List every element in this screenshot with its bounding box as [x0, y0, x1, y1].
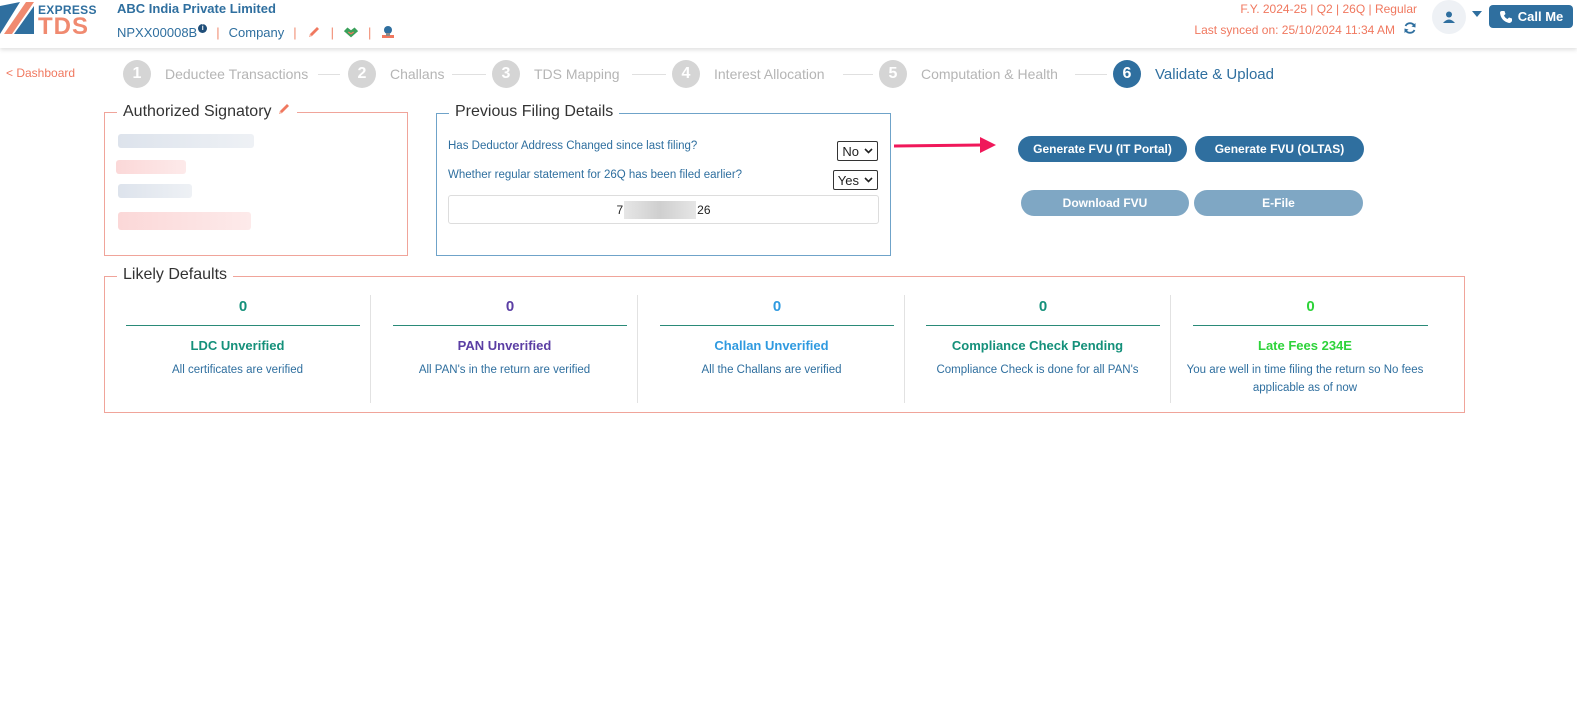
logo-mark-icon	[0, 2, 34, 34]
default-card-ldc[interactable]: 0 LDC Unverified All certificates are ve…	[105, 295, 371, 403]
step-number: 1	[123, 60, 151, 88]
step-label: Validate & Upload	[1155, 65, 1274, 83]
download-fvu-button[interactable]: Download FVU	[1021, 190, 1189, 216]
step-number: 6	[1113, 60, 1141, 88]
previous-filing-panel: Previous Filing Details Has Deductor Add…	[436, 103, 891, 256]
step-number: 2	[348, 60, 376, 88]
tan-number: NPXX00008B	[117, 24, 198, 40]
logo-tds-text: TDS	[38, 13, 89, 40]
likely-defaults-title: Likely Defaults	[117, 266, 234, 284]
default-title: Compliance Check Pending	[951, 338, 1124, 353]
redacted-signatory-pan	[118, 184, 192, 198]
step-number: 4	[672, 60, 700, 88]
default-card-challan[interactable]: 0 Challan Unverified All the Challans ar…	[639, 295, 905, 403]
generate-fvu-it-portal-button[interactable]: Generate FVU (IT Portal)	[1018, 136, 1187, 162]
default-title: Late Fees 234E	[1258, 338, 1352, 353]
top-header: EXPRESS TDS ABC India Private Limited NP…	[0, 0, 1577, 48]
annotation-arrow-icon	[894, 137, 996, 153]
default-title: Challan Unverified	[714, 338, 829, 353]
redacted-signatory-name	[118, 134, 254, 148]
signatory-title: Authorized Signatory	[117, 102, 297, 121]
call-me-button[interactable]: Call Me	[1489, 5, 1573, 28]
default-count: 0	[126, 298, 360, 326]
step-label: Interest Allocation	[714, 66, 825, 82]
step-label: TDS Mapping	[534, 66, 620, 82]
step-computation-health[interactable]: 5 Computation & Health	[879, 60, 1058, 88]
step-label: Computation & Health	[921, 66, 1058, 82]
phone-icon	[1499, 10, 1512, 23]
default-count: 0	[1193, 298, 1428, 326]
step-number: 3	[492, 60, 520, 88]
user-menu-chevron-down-icon[interactable]	[1472, 11, 1482, 17]
regular-statement-label: Whether regular statement for 26Q has be…	[448, 169, 743, 181]
regular-statement-select[interactable]: Yes	[832, 170, 878, 190]
info-icon[interactable]: i	[198, 23, 208, 33]
e-file-button[interactable]: E-File	[1194, 190, 1363, 216]
default-card-compliance[interactable]: 0 Compliance Check Pending Compliance Ch…	[905, 295, 1171, 403]
default-description: Compliance Check is done for all PAN's	[936, 364, 1139, 376]
step-number: 5	[879, 60, 907, 88]
chevron-down-icon	[864, 148, 873, 154]
last-synced-info: Last synced on: 25/10/2024 11:34 AM	[1194, 21, 1417, 39]
address-changed-select[interactable]: No	[837, 141, 878, 161]
default-description: All PAN's in the return are verified	[418, 364, 591, 376]
default-title: PAN Unverified	[457, 338, 552, 353]
default-card-pan[interactable]: 0 PAN Unverified All PAN's in the return…	[372, 295, 638, 403]
handshake-icon[interactable]	[343, 24, 359, 40]
default-description: All certificates are verified	[171, 364, 304, 376]
government-seal-icon[interactable]	[380, 24, 396, 40]
default-count: 0	[926, 298, 1160, 326]
last-synced-text: Last synced on: 25/10/2024 11:34 AM	[1194, 23, 1395, 37]
likely-defaults-panel: Likely Defaults 0 LDC Unverified All cer…	[104, 266, 1465, 413]
chevron-down-icon	[864, 177, 873, 183]
default-title: LDC Unverified	[190, 338, 285, 353]
fy-quarter-info: F.Y. 2024-25 | Q2 | 26Q | Regular	[1240, 2, 1417, 16]
step-deductee-transactions[interactable]: 1 Deductee Transactions	[123, 60, 308, 88]
default-description: You are well in time filing the return s…	[1186, 364, 1424, 394]
user-icon	[1443, 11, 1455, 23]
redacted-signatory-designation	[116, 160, 186, 174]
previous-token-number-input[interactable]: 7 26	[448, 195, 879, 224]
step-validate-upload[interactable]: 6 Validate & Upload	[1113, 60, 1274, 88]
generate-fvu-oltas-button[interactable]: Generate FVU (OLTAS)	[1195, 136, 1364, 162]
back-to-dashboard-link[interactable]: < Dashboard	[6, 66, 76, 80]
default-card-late-fees[interactable]: 0 Late Fees 234E You are well in time fi…	[1172, 295, 1438, 403]
default-count: 0	[660, 298, 894, 326]
edit-company-icon[interactable]	[306, 24, 322, 40]
step-challans[interactable]: 2 Challans	[348, 60, 444, 88]
company-name: ABC India Private Limited	[117, 1, 276, 16]
edit-signatory-icon[interactable]	[277, 102, 291, 121]
step-tds-mapping[interactable]: 3 TDS Mapping	[492, 60, 620, 88]
sync-icon[interactable]	[1403, 21, 1417, 39]
default-count: 0	[393, 298, 627, 326]
redacted-signatory-email	[118, 212, 251, 230]
user-avatar[interactable]	[1432, 0, 1466, 34]
step-label: Challans	[390, 66, 445, 82]
call-me-label: Call Me	[1517, 9, 1564, 24]
express-tds-logo[interactable]: EXPRESS TDS	[0, 0, 100, 40]
redacted-token-digits	[624, 200, 697, 219]
logo-express-text: EXPRESS	[38, 3, 97, 17]
company-meta-row: NPXX00008B i | Company | | |	[117, 22, 396, 42]
address-changed-label: Has Deductor Address Changed since last …	[448, 140, 698, 152]
default-description: All the Challans are verified	[701, 364, 842, 376]
previous-filing-title: Previous Filing Details	[449, 103, 620, 121]
step-interest-allocation[interactable]: 4 Interest Allocation	[672, 60, 825, 88]
authorized-signatory-panel: Authorized Signatory	[104, 102, 408, 256]
step-label: Deductee Transactions	[165, 66, 309, 82]
entity-type: Company	[228, 24, 285, 40]
